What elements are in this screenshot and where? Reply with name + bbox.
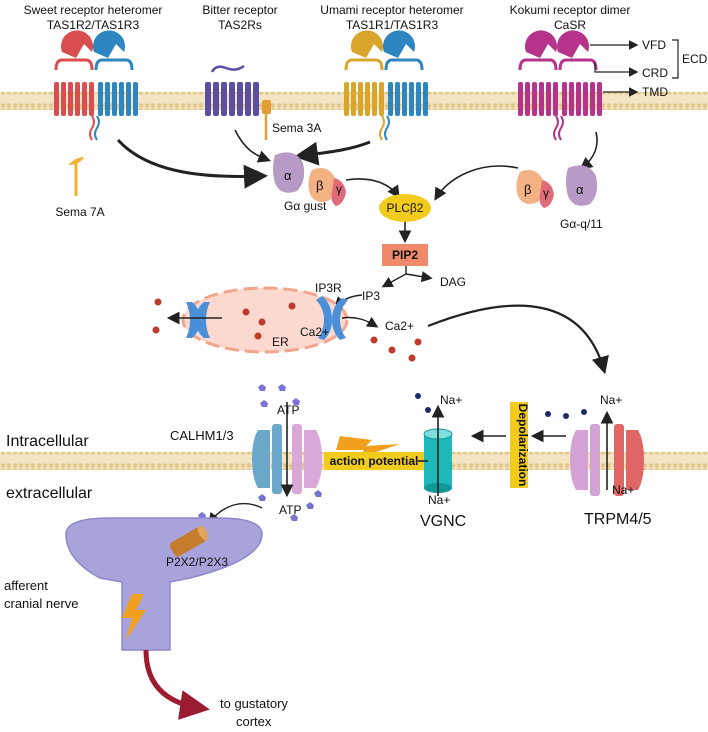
action-potential-bolt-icon	[336, 436, 400, 458]
calhm-channel	[252, 424, 322, 494]
pip2-node	[382, 244, 428, 266]
er-leak-channel	[186, 302, 210, 338]
kokumi-receptor	[518, 30, 602, 141]
afferent-label-2: cranial nerve	[4, 596, 78, 611]
ip3r-channel	[316, 296, 348, 340]
target-label-1: to gustatory	[220, 696, 288, 711]
trpm-label: TRPM4/5	[584, 511, 652, 528]
p2x-label: P2X2/P2X3	[166, 555, 228, 569]
casr-crd: CRD	[642, 66, 668, 80]
target-label-2: cortex	[236, 714, 272, 729]
gq11-protein	[516, 165, 598, 208]
gq-alpha: α	[576, 182, 584, 197]
plc-beta2-node	[379, 194, 431, 222]
atp-in-label: ATP	[277, 403, 299, 417]
casr-vfd: VFD	[642, 38, 666, 52]
intracellular-label: Intracellular	[6, 433, 89, 450]
vgnc-na-out: Na+	[428, 493, 450, 507]
sweet-title: Sweet receptor heteromer	[24, 3, 163, 17]
trpm-channel	[570, 424, 644, 496]
umami-title: Umami receptor heteromer	[320, 3, 463, 17]
er-label: ER	[272, 335, 289, 349]
cytosol-ca-dots-left	[152, 298, 162, 334]
vgnc-na-dots	[415, 393, 431, 413]
atp-out-label: ATP	[279, 503, 301, 517]
cytosol-ca-dots-right	[370, 336, 422, 362]
bitter-sub: TAS2Rs	[218, 18, 262, 32]
gq-gamma: γ	[543, 186, 549, 200]
action-potential-label: action potential	[330, 454, 419, 468]
ip3r-label: IP3R	[315, 281, 342, 295]
vgnc-label: VGNC	[420, 513, 466, 530]
sweet-receptor	[54, 30, 138, 141]
sema7a-icon	[68, 157, 84, 196]
g-gust-protein	[273, 152, 346, 206]
dag-label: DAG	[440, 275, 466, 289]
g-gust-alpha: α	[284, 168, 292, 183]
depolarization-box	[510, 402, 528, 488]
kokumi-sub: CaSR	[554, 18, 586, 32]
trpm-na-out: Na+	[612, 483, 634, 497]
extracellular-label: extracellular	[6, 485, 93, 502]
ca-to-trpm-arrow	[427, 304, 609, 375]
g-gust-label: Gα gust	[284, 199, 327, 213]
gprotein-to-plc-arrows	[345, 165, 519, 244]
trpm-na-in: Na+	[600, 393, 622, 407]
depolarization-label: Depolarization	[516, 404, 530, 487]
er-organelle	[181, 286, 349, 354]
vgnc-na-in: Na+	[440, 393, 462, 407]
bitter-receptor	[205, 64, 271, 140]
trpm-na-dots	[545, 409, 587, 419]
sema7a-label: Sema 7A	[55, 205, 104, 219]
casr-ecd: ECD	[682, 52, 708, 66]
ip3r-release-arrow	[341, 316, 379, 328]
ca-er-label: Ca2+	[300, 325, 329, 339]
kokumi-title: Kokumi receptor dimer	[510, 3, 631, 17]
afferent-nerve	[65, 517, 263, 651]
casr-domain-pointers	[590, 39, 679, 97]
action-potential-box	[324, 452, 424, 470]
p2x-receptor	[169, 525, 209, 557]
umami-sub: TAS1R1/TAS1R3	[346, 18, 439, 32]
afferent-label-1: afferent	[4, 578, 48, 593]
bitter-title: Bitter receptor	[202, 3, 277, 17]
pip2-split-arrows	[381, 266, 433, 288]
g-gust-gamma: γ	[336, 182, 342, 196]
gq-label: Gα-q/11	[560, 217, 603, 231]
er-ca-dots	[242, 302, 296, 340]
receptor-to-gprotein-arrows	[116, 129, 598, 189]
g-gust-beta: β	[316, 178, 323, 193]
casr-tmd: TMD	[642, 85, 668, 99]
ca-cyt-label: Ca2+	[385, 319, 414, 333]
umami-receptor	[344, 30, 428, 141]
ip3-label: IP3	[362, 289, 380, 303]
plc-beta2-label: PLCβ2	[387, 201, 424, 215]
gq-beta: β	[524, 182, 531, 197]
to-cortex-arrow	[143, 649, 210, 720]
sema3a-label: Sema 3A	[272, 121, 321, 135]
atp-pentagons-in	[258, 384, 300, 407]
pip2-label: PIP2	[392, 248, 418, 262]
nerve-bolt-icon	[122, 594, 146, 640]
calhm-label: CALHM1/3	[170, 428, 234, 443]
sweet-sub: TAS1R2/TAS1R3	[47, 18, 140, 32]
